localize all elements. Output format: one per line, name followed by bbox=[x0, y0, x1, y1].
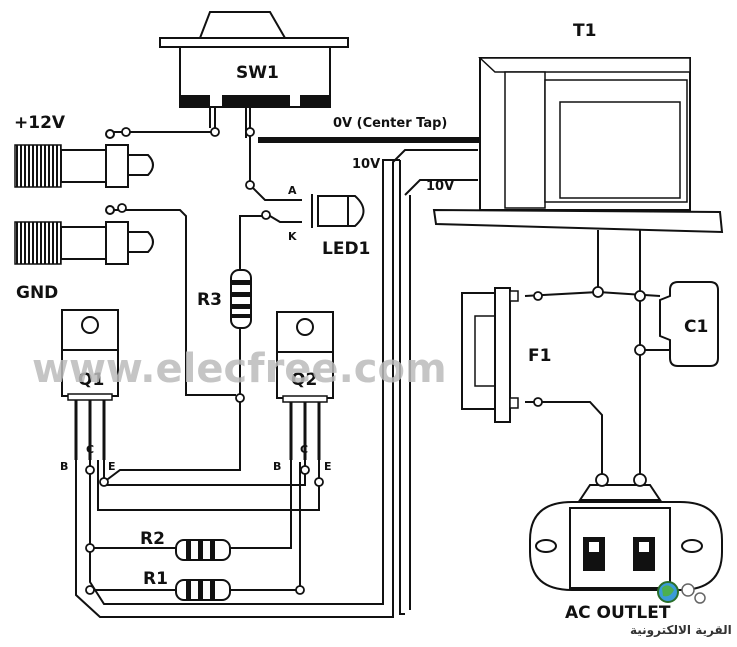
t1-label: T1 bbox=[573, 21, 596, 41]
junction-dots bbox=[85, 127, 647, 595]
q2-label: Q2 bbox=[291, 370, 317, 390]
transformer-t1: T1 bbox=[432, 21, 724, 234]
watermark-logo: القرية الالكترونية bbox=[630, 581, 732, 638]
q1-collector-label: C bbox=[86, 443, 94, 456]
q1-label: Q1 bbox=[78, 370, 104, 390]
center-tap-label: 0V (Center Tap) bbox=[333, 116, 447, 131]
q1-base-label: B bbox=[60, 460, 68, 473]
transistor-q1: Q1 B C E bbox=[60, 309, 119, 473]
led-cathode-label: K bbox=[288, 230, 297, 243]
watermark-site: www.elecfree.com bbox=[32, 346, 447, 392]
plus12v-label: +12V bbox=[14, 113, 66, 133]
watermark-arabic: القرية الالكترونية bbox=[630, 623, 732, 638]
f1-label: F1 bbox=[528, 346, 551, 366]
switch-sw1: SW1 bbox=[159, 11, 349, 108]
resistor-r1: R1 bbox=[143, 569, 231, 601]
ten-v-label-b: 10V bbox=[426, 179, 454, 194]
q2-base-label: B bbox=[273, 460, 281, 473]
q2-collector-label: C bbox=[300, 443, 308, 456]
led1: LED1 A K bbox=[288, 184, 370, 259]
capacitor-c1: C1 bbox=[659, 281, 719, 367]
terminal-gnd: GND bbox=[14, 205, 154, 303]
led-anode-label: A bbox=[288, 184, 297, 197]
r1-label: R1 bbox=[143, 569, 168, 589]
r2-label: R2 bbox=[140, 529, 165, 549]
transistor-q2: Q2 B C E bbox=[273, 311, 334, 473]
r3-label: R3 bbox=[197, 290, 222, 310]
q1-emitter-label: E bbox=[108, 460, 116, 473]
q2-emitter-label: E bbox=[324, 460, 332, 473]
gnd-label: GND bbox=[16, 283, 58, 303]
led1-label: LED1 bbox=[322, 239, 370, 259]
c1-label: C1 bbox=[684, 317, 708, 337]
fuse-holder-f1: F1 bbox=[461, 287, 551, 423]
ac-outlet-label: AC OUTLET bbox=[565, 603, 671, 623]
ten-v-label-a: 10V bbox=[352, 157, 380, 172]
resistor-r2: R2 bbox=[140, 529, 231, 561]
ac-outlet: AC OUTLET bbox=[529, 484, 723, 623]
sw1-label: SW1 bbox=[236, 63, 279, 83]
terminal-plus12v: +12V bbox=[14, 113, 154, 188]
resistor-r3: R3 bbox=[197, 269, 252, 329]
